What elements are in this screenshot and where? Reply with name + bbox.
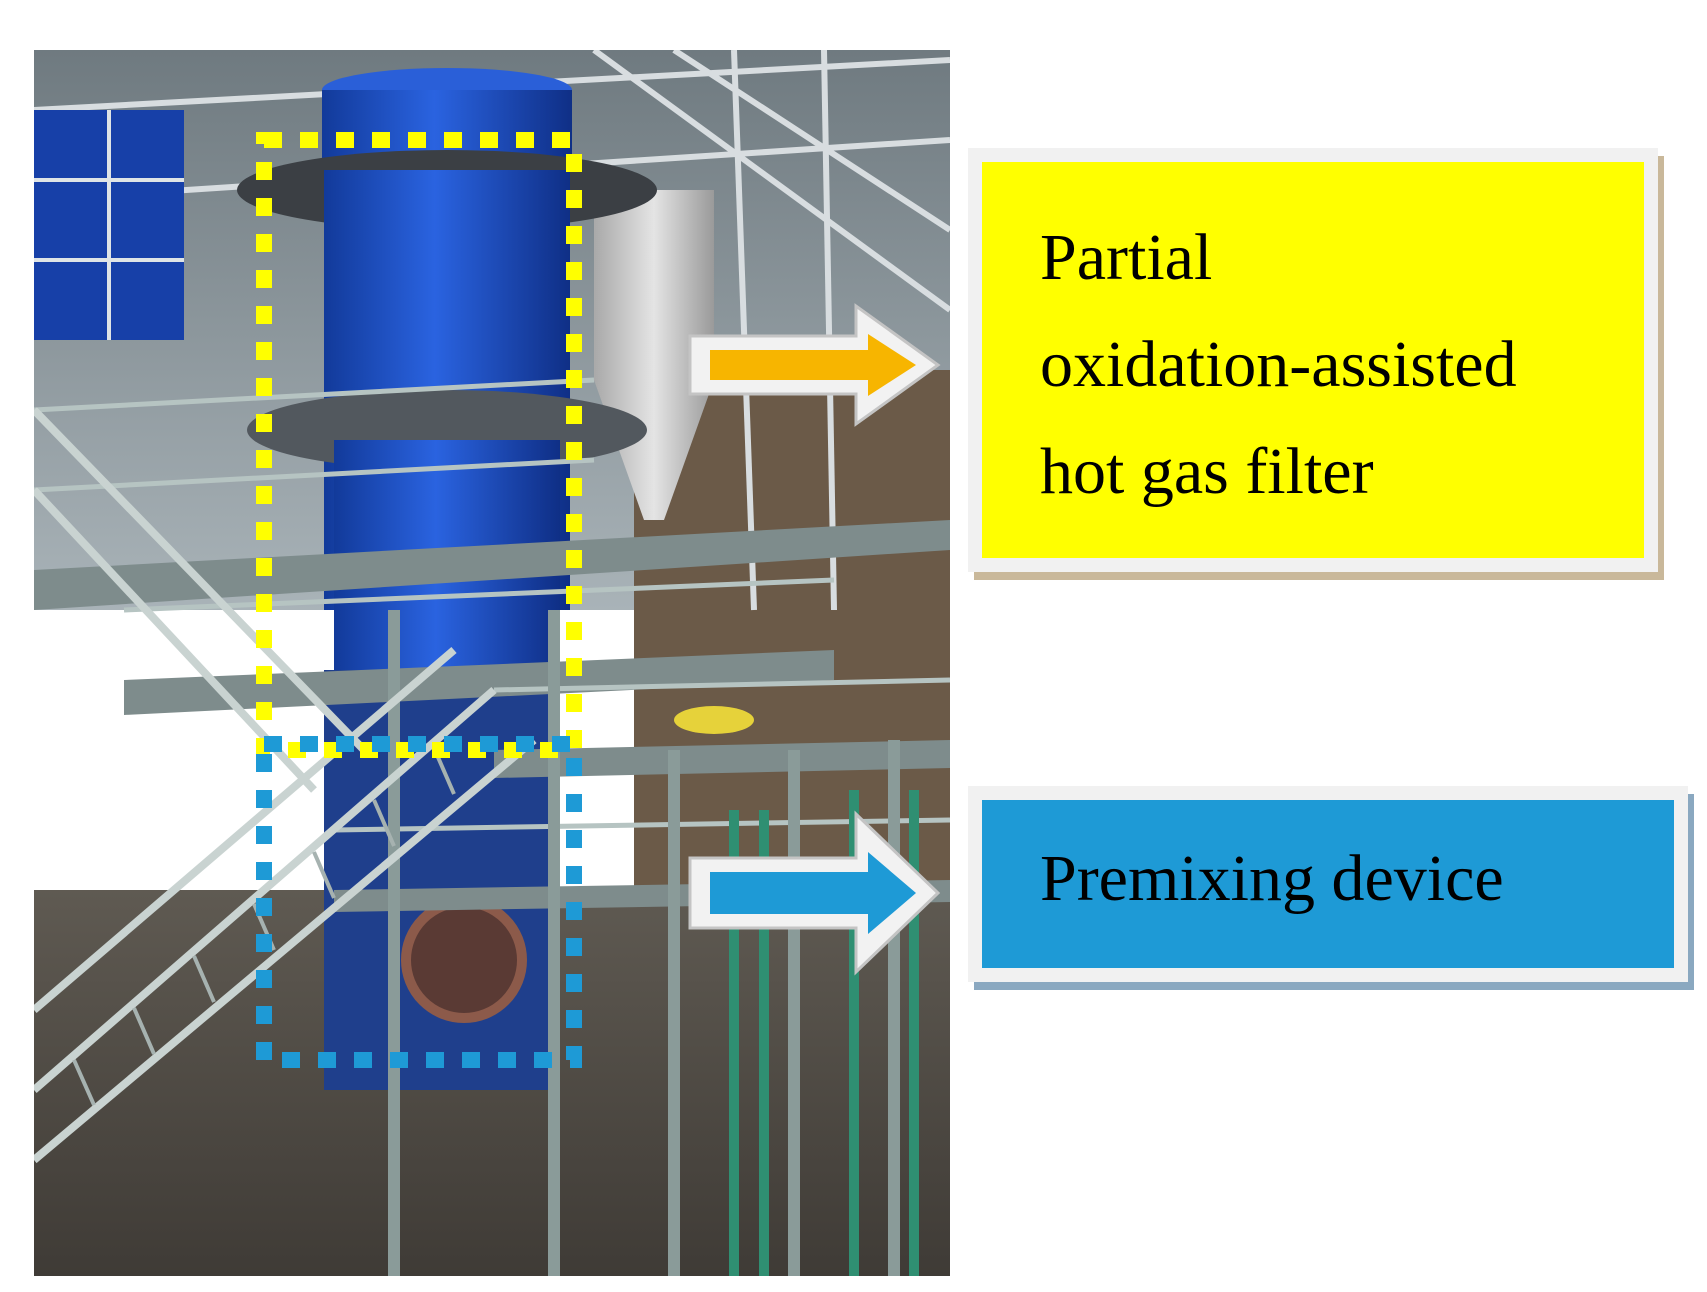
roof-trusses [34, 50, 950, 611]
facility-photo [34, 50, 950, 1276]
filter-label-line-2: oxidation-assisted [1040, 328, 1517, 401]
railings [34, 377, 950, 833]
filter-label-panel: Partial oxidation-assisted hot gas filte… [982, 162, 1644, 558]
premix-arrow-icon [688, 810, 941, 976]
yellow-fittings [674, 706, 754, 734]
filter-arrow-icon [688, 303, 941, 427]
filter-highlight-box [256, 132, 582, 758]
filter-label-line-1: Partial [1040, 221, 1213, 294]
premix-drum [401, 897, 527, 1023]
premix-label-box: Premixing device [968, 786, 1688, 982]
filter-label-line-3: hot gas filter [1040, 435, 1374, 508]
premix-label-line-1: Premixing device [1040, 842, 1504, 915]
filter-label-box: Partial oxidation-assisted hot gas filte… [968, 148, 1658, 572]
premix-highlight-box [256, 736, 582, 1068]
columns [388, 610, 900, 1276]
premix-label-panel: Premixing device [982, 800, 1674, 968]
